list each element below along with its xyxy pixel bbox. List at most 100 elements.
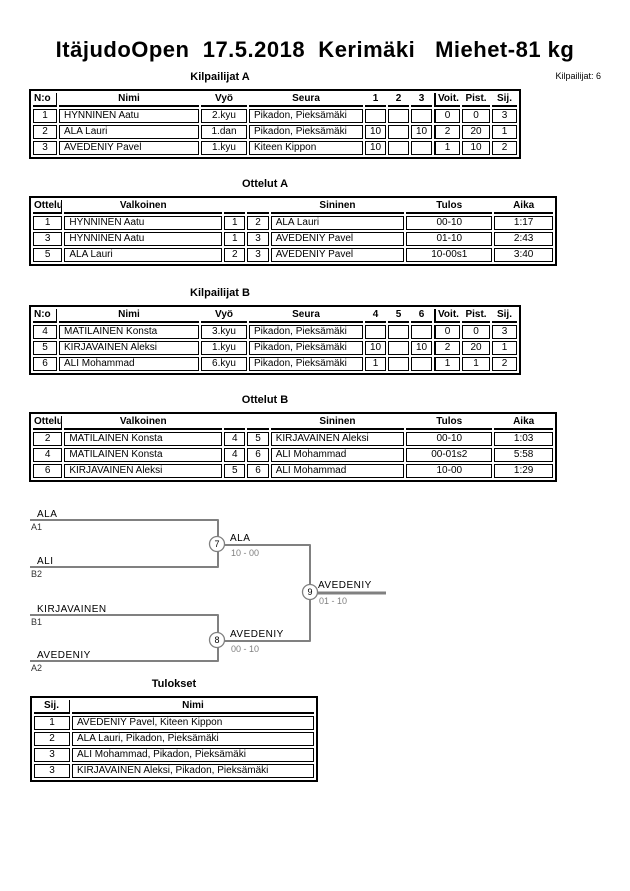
cell-no: 4 [33, 325, 57, 339]
cell-blue-name: AVEDENIY Pavel [270, 232, 405, 246]
cell-blue-name: ALI Mohammad [270, 464, 405, 478]
col-header-result: Tulos [406, 416, 493, 430]
table-header-row: N:o Nimi Vyö Seura 1 2 3 Voit. Pist. Sij… [33, 93, 517, 107]
col-header-blue: Sininen [270, 416, 405, 430]
cell-no: 6 [33, 357, 57, 371]
cell-score-2 [388, 141, 409, 155]
cell-blue-name: KIRJAVAINEN Aleksi [270, 432, 405, 446]
table-row: 2 ALA Lauri, Pikadon, Pieksämäki [34, 732, 314, 746]
match-number: 9 [307, 587, 312, 597]
cell-club: Pikadon, Pieksämäki [249, 125, 363, 139]
bracket-winner-name: AVEDENIY [230, 629, 284, 640]
cell-no: 1 [33, 109, 57, 123]
col-header-name: Nimi [59, 93, 199, 107]
table-row: 2 ALA Lauri 1.dan Pikadon, Pieksämäki 10… [33, 125, 517, 139]
match-number-circle [208, 631, 226, 649]
cell-wins: 0 [434, 325, 460, 339]
cell-belt: 2.kyu [201, 109, 247, 123]
cell-white-name: HYNNINEN Aatu [64, 216, 223, 230]
table-row: 3 AVEDENIY Pavel 1.kyu Kiteen Kippon 10 … [33, 141, 517, 155]
cell-blue-no: 6 [247, 448, 269, 462]
cell-place: 1 [34, 716, 70, 730]
col-header-wno [224, 416, 246, 430]
col-header-result: Tulos [406, 200, 493, 214]
cell-name: ALI Mohammad [59, 357, 199, 371]
bracket-seed-label: A1 [31, 522, 42, 532]
col-header-m3: 3 [411, 93, 432, 107]
col-header-wins: Voit. [434, 309, 460, 323]
cell-name: AVEDENIY Pavel, Kiteen Kippon [72, 716, 314, 730]
cell-club: Pikadon, Pieksämäki [249, 109, 363, 123]
cell-score-2 [388, 325, 409, 339]
cell-name: ALA Lauri [59, 125, 199, 139]
cell-club: Pikadon, Pieksämäki [249, 357, 363, 371]
col-header-match: Ottelu [33, 416, 63, 430]
table-header-row: Ottelu Valkoinen Sininen Tulos Aika [33, 200, 553, 214]
cell-white-name: MATILAINEN Konsta [64, 448, 223, 462]
cell-match-no: 2 [33, 432, 63, 446]
bracket-player-name: KIRJAVAINEN [37, 604, 107, 615]
cell-place: 3 [492, 325, 517, 339]
cell-points: 0 [462, 325, 490, 339]
cell-belt: 3.kyu [201, 325, 247, 339]
col-header-belt: Vyö [201, 309, 247, 323]
cell-blue-no: 3 [247, 248, 269, 262]
table-row: 3 ALI Mohammad, Pikadon, Pieksämäki [34, 748, 314, 762]
section-title-results: Tulokset [151, 678, 197, 690]
cell-name: AVEDENIY Pavel [59, 141, 199, 155]
cell-name: ALA Lauri, Pikadon, Pieksämäki [72, 732, 314, 746]
competitors-count-note: Kilpailijat: 6 [555, 71, 601, 81]
cell-wins: 1 [434, 141, 460, 155]
cell-white-no: 1 [224, 216, 246, 230]
cell-score-1: 10 [365, 125, 386, 139]
cell-result: 10-00 [406, 464, 493, 478]
match-number: 7 [214, 539, 219, 549]
cell-club: Pikadon, Pieksämäki [249, 325, 363, 339]
cell-score-2 [388, 109, 409, 123]
cell-time: 1:03 [494, 432, 553, 446]
cell-wins: 2 [434, 341, 460, 355]
cell-result: 10-00s1 [406, 248, 493, 262]
bracket-match-score: 01 - 10 [319, 596, 347, 606]
col-header-wno [224, 200, 246, 214]
cell-score-1: 1 [365, 357, 386, 371]
cell-club: Kiteen Kippon [249, 141, 363, 155]
bracket-player-name: ALA [37, 509, 57, 520]
col-header-blue: Sininen [270, 200, 405, 214]
col-header-points: Pist. [462, 93, 490, 107]
cell-result: 01-10 [406, 232, 493, 246]
cell-club: Pikadon, Pieksämäki [249, 341, 363, 355]
match-number-circle [208, 535, 226, 553]
cell-score-3: 10 [411, 341, 432, 355]
cell-match-no: 4 [33, 448, 63, 462]
table-row: 5 ALA Lauri 2 3 AVEDENIY Pavel 10-00s1 3… [33, 248, 553, 262]
table-row: 6 KIRJAVAINEN Aleksi 5 6 ALI Mohammad 10… [33, 464, 553, 478]
cell-time: 2:43 [494, 232, 553, 246]
col-header-m2: 2 [388, 93, 409, 107]
cell-place: 3 [34, 748, 70, 762]
cell-belt: 1.kyu [201, 141, 247, 155]
cell-blue-no: 3 [247, 232, 269, 246]
cell-blue-name: AVEDENIY Pavel [270, 248, 405, 262]
cell-match-no: 3 [33, 232, 63, 246]
col-header-time: Aika [494, 200, 553, 214]
cell-score-3 [411, 109, 432, 123]
table-row: 4 MATILAINEN Konsta 4 6 ALI Mohammad 00-… [33, 448, 553, 462]
bracket-player-name: ALI [37, 556, 54, 567]
col-header-m2: 5 [388, 309, 409, 323]
cell-no: 5 [33, 341, 57, 355]
bracket-seed-label: B2 [31, 569, 42, 579]
cell-blue-no: 6 [247, 464, 269, 478]
cell-place: 3 [492, 109, 517, 123]
pool-b-table: N:o Nimi Vyö Seura 4 5 6 Voit. Pist. Sij… [29, 305, 521, 375]
col-header-m1: 1 [365, 93, 386, 107]
cell-blue-name: ALA Lauri [270, 216, 405, 230]
col-header-club: Seura [249, 309, 363, 323]
col-header-place: Sij. [492, 309, 517, 323]
col-header-club: Seura [249, 93, 363, 107]
cell-name: MATILAINEN Konsta [59, 325, 199, 339]
cell-wins: 0 [434, 109, 460, 123]
col-header-no: N:o [33, 309, 57, 323]
col-header-match: Ottelu [33, 200, 63, 214]
